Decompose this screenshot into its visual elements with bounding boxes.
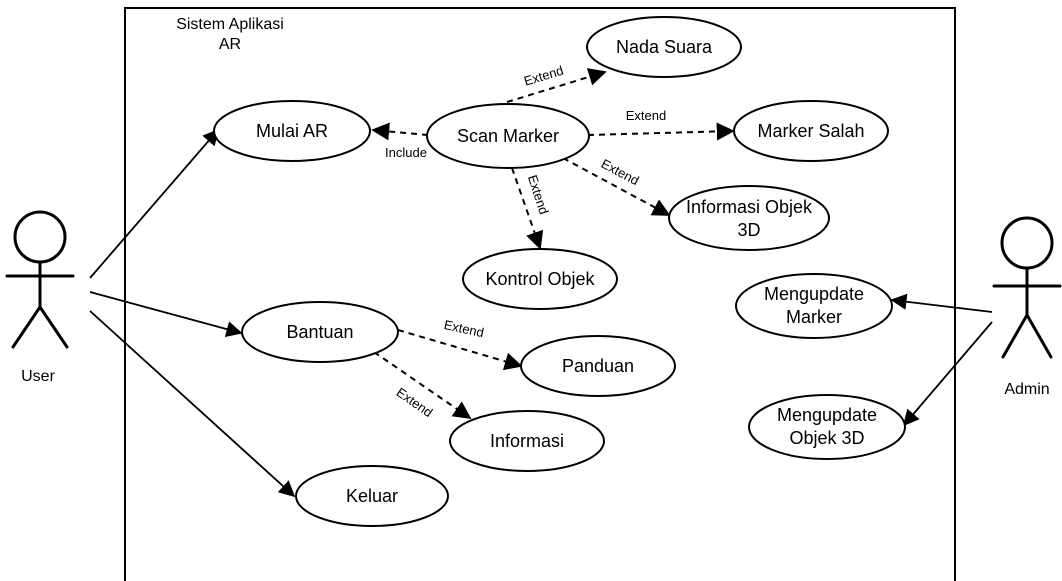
- svg-text:Mengupdate: Mengupdate: [764, 284, 864, 304]
- assoc-user-keluar: [89, 310, 296, 498]
- extend-label-kontrol: Extend: [525, 173, 552, 216]
- extend-label-informasi-objek: Extend: [599, 156, 642, 188]
- admin-actor: Admin: [992, 216, 1062, 398]
- svg-text:Mulai AR: Mulai AR: [256, 121, 328, 141]
- user-actor: User: [5, 210, 75, 385]
- system-title-line2: AR: [219, 36, 241, 53]
- extend-bantuan-informasi: [373, 351, 472, 420]
- svg-text:Objek 3D: Objek 3D: [789, 428, 864, 448]
- extend-scan-informasi-objek: [562, 157, 671, 216]
- usecase-bantuan[interactable]: Bantuan: [241, 301, 399, 363]
- svg-text:Keluar: Keluar: [346, 486, 398, 506]
- user-head: [13, 210, 67, 264]
- usecase-informasi[interactable]: Informasi: [449, 410, 605, 472]
- extend-scan-kontrol: [511, 167, 544, 250]
- usecase-nada-suara[interactable]: Nada Suara: [586, 16, 742, 78]
- assoc-admin-update-objek: [902, 321, 993, 427]
- svg-text:Bantuan: Bantuan: [286, 322, 353, 342]
- extend-label-nada: Extend: [522, 63, 565, 89]
- usecase-kontrol-objek[interactable]: Kontrol Objek: [462, 248, 618, 310]
- svg-text:Marker Salah: Marker Salah: [757, 121, 864, 141]
- admin-label: Admin: [1004, 381, 1049, 398]
- extend-bantuan-panduan: [397, 329, 523, 371]
- svg-text:3D: 3D: [737, 220, 760, 240]
- usecase-mengupdate-objek-3d[interactable]: Mengupdate Objek 3D: [748, 394, 906, 460]
- svg-text:Nada Suara: Nada Suara: [616, 37, 713, 57]
- svg-text:Scan Marker: Scan Marker: [457, 126, 559, 146]
- assoc-user-mulai-ar: [89, 128, 220, 279]
- svg-text:Mengupdate: Mengupdate: [777, 405, 877, 425]
- extend-label-marker-salah: Extend: [626, 108, 666, 123]
- usecase-informasi-objek-3d[interactable]: Informasi Objek 3D: [668, 185, 830, 251]
- svg-text:Kontrol Objek: Kontrol Objek: [485, 269, 595, 289]
- usecase-mulai-ar[interactable]: Mulai AR: [213, 100, 371, 162]
- include-label: Include: [385, 145, 427, 160]
- svg-text:Informasi Objek: Informasi Objek: [686, 197, 813, 217]
- usecase-keluar[interactable]: Keluar: [295, 465, 449, 527]
- usecase-panduan[interactable]: Panduan: [520, 335, 676, 397]
- usecase-marker-salah[interactable]: Marker Salah: [733, 100, 889, 162]
- system-boundary: [124, 7, 956, 581]
- admin-head: [1000, 216, 1054, 270]
- usecase-scan-marker[interactable]: Scan Marker: [426, 103, 590, 169]
- extend-scan-marker-salah: [587, 122, 735, 141]
- usecase-mengupdate-marker[interactable]: Mengupdate Marker: [735, 273, 893, 339]
- svg-text:Panduan: Panduan: [562, 356, 634, 376]
- include-scan-mulai: [371, 122, 429, 141]
- extend-label-panduan: Extend: [443, 317, 486, 340]
- user-label: User: [21, 368, 55, 385]
- assoc-user-bantuan: [89, 291, 243, 337]
- system-title-line1: Sistem Aplikasi: [176, 16, 284, 33]
- svg-text:Informasi: Informasi: [490, 431, 564, 451]
- svg-text:Marker: Marker: [786, 307, 842, 327]
- assoc-admin-update-marker: [890, 293, 993, 313]
